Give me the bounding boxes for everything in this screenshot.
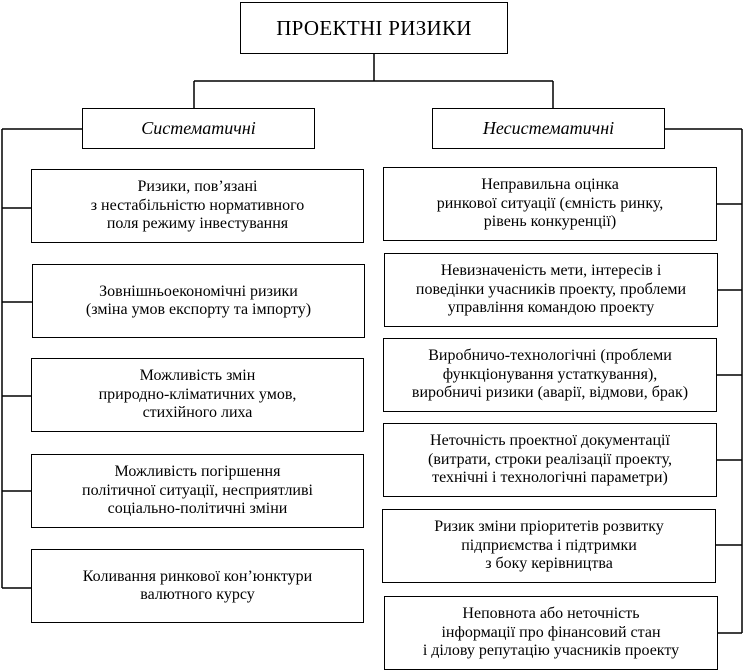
- systematic-item-text: Зовнішньоекономічні ризики (зміна умов е…: [85, 282, 312, 319]
- systematic-item-text: Коливання ринкової кон’юнктури валютного…: [82, 567, 313, 604]
- unsystematic-item: Ризик зміни пріоритетів розвитку підприє…: [382, 509, 716, 583]
- systematic-item: Можливість змін природно-кліматичних умо…: [31, 358, 364, 432]
- unsystematic-item: Неточність проектної документації (витра…: [383, 423, 717, 497]
- systematic-item: Ризики, пов’язані з нестабільністю норма…: [31, 169, 364, 243]
- systematic-item: Зовнішньоекономічні ризики (зміна умов е…: [32, 264, 365, 338]
- category-unsystematic-label: Несистематичні: [482, 118, 615, 138]
- systematic-item: Коливання ринкової кон’юнктури валютного…: [31, 549, 364, 623]
- category-systematic-label: Систематичні: [141, 118, 256, 138]
- unsystematic-item-text: Невизначеність мети, інтересів і поведін…: [415, 262, 687, 317]
- unsystematic-item: Невизначеність мети, інтересів і поведін…: [384, 253, 718, 327]
- unsystematic-item-text: Ризик зміни пріоритетів розвитку підприє…: [434, 518, 664, 573]
- unsystematic-item: Неповнота або неточність інформації про …: [384, 596, 718, 670]
- title-box: ПРОЕКТНІ РИЗИКИ: [240, 2, 508, 54]
- systematic-item: Можливість погіршення політичної ситуаці…: [31, 454, 364, 528]
- systematic-item-text: Можливість змін природно-кліматичних умо…: [98, 367, 297, 422]
- category-unsystematic: Несистематичні: [432, 108, 665, 149]
- unsystematic-item-text: Неточність проектної документації (витра…: [428, 432, 672, 487]
- diagram-title: ПРОЕКТНІ РИЗИКИ: [276, 16, 472, 40]
- unsystematic-item: Виробничо-технологічні (проблеми функціо…: [383, 338, 717, 412]
- unsystematic-item-text: Неправильна оцінка ринкової ситуації (єм…: [436, 176, 664, 231]
- systematic-item-text: Ризики, пов’язані з нестабільністю норма…: [90, 178, 305, 233]
- unsystematic-item-text: Виробничо-технологічні (проблеми функціо…: [411, 347, 689, 402]
- unsystematic-item-text: Неповнота або неточність інформації про …: [422, 605, 680, 660]
- systematic-item-text: Можливість погіршення політичної ситуаці…: [82, 463, 313, 518]
- unsystematic-item: Неправильна оцінка ринкової ситуації (єм…: [383, 167, 717, 241]
- category-systematic: Систематичні: [82, 108, 315, 149]
